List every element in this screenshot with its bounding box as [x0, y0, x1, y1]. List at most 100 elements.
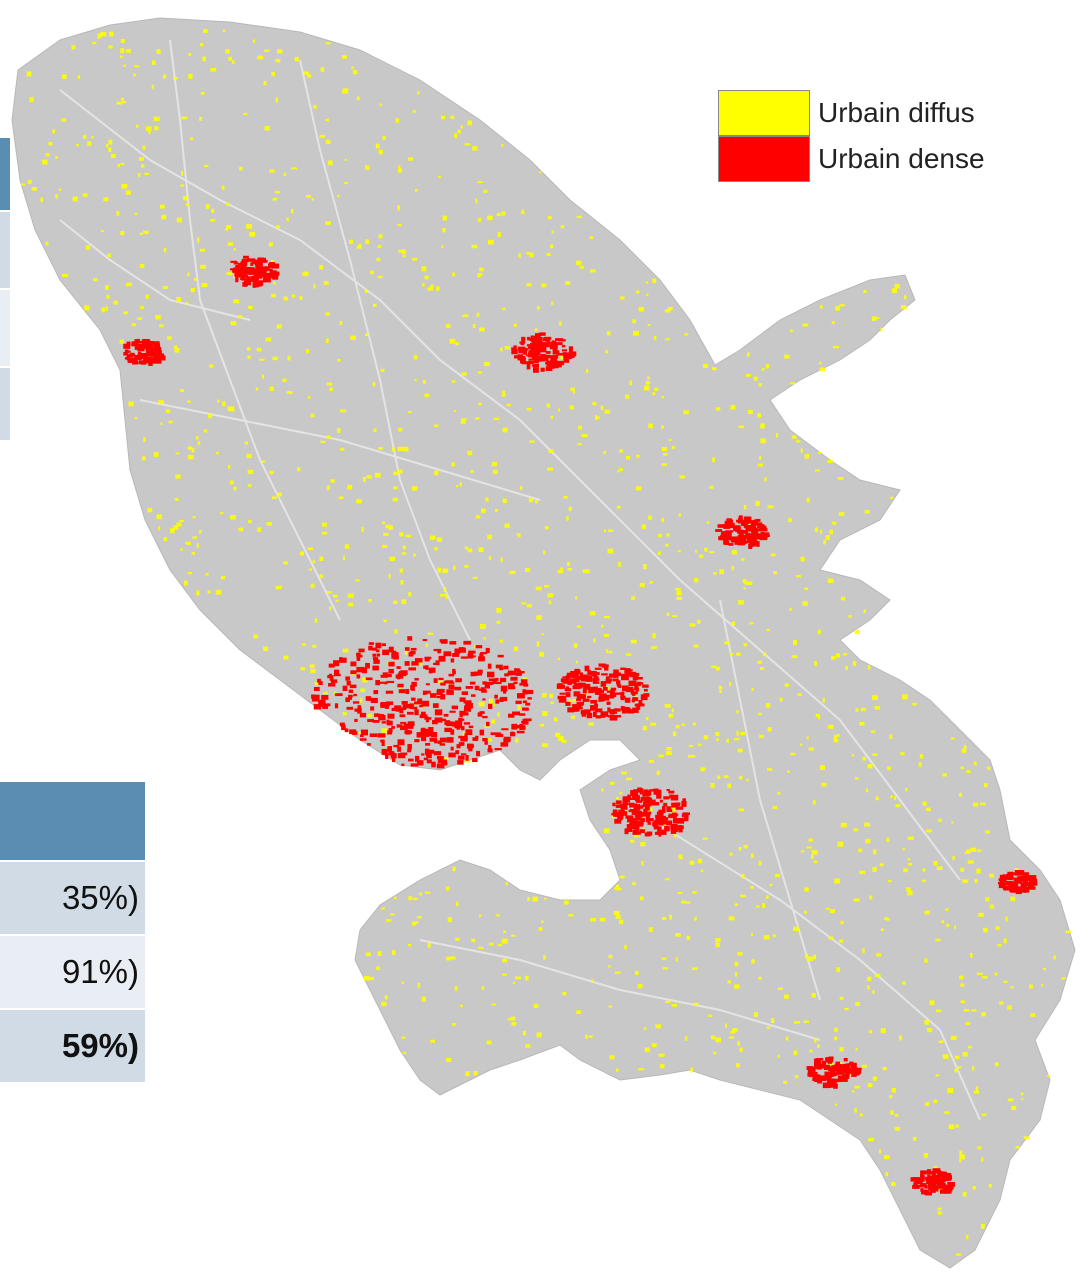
urban-diffus-patch: [959, 1157, 962, 1163]
urban-dense-patch: [528, 351, 532, 357]
urban-diffus-patch: [313, 284, 316, 289]
urban-diffus-patch: [608, 650, 613, 654]
urban-diffus-patch: [640, 842, 646, 847]
urban-dense-patch: [496, 681, 502, 685]
urban-dense-patch: [844, 1067, 852, 1074]
urban-diffus-patch: [325, 42, 331, 45]
urban-diffus-patch: [273, 281, 276, 285]
urban-diffus-patch: [312, 644, 317, 648]
urban-diffus-patch: [834, 1103, 837, 1106]
urban-dense-patch: [564, 678, 570, 684]
urban-diffus-patch: [818, 451, 821, 455]
urban-diffus-patch: [750, 886, 754, 889]
urban-diffus-patch: [907, 890, 913, 896]
urban-dense-patch: [388, 728, 393, 733]
urban-diffus-patch: [478, 701, 485, 707]
urban-dense-patch: [129, 352, 135, 357]
urban-diffus-patch: [488, 556, 492, 560]
urban-diffus-patch: [162, 286, 169, 289]
urban-diffus-patch: [377, 244, 382, 248]
urban-diffus-patch: [903, 868, 908, 873]
urban-diffus-patch: [655, 1024, 662, 1029]
urban-diffus-patch: [731, 621, 736, 626]
urban-diffus-patch: [869, 895, 873, 900]
urban-diffus-patch: [227, 242, 234, 246]
urban-dense-patch: [573, 707, 580, 712]
urban-diffus-patch: [397, 205, 400, 211]
urban-diffus-patch: [715, 938, 721, 943]
urban-diffus-patch: [76, 143, 79, 147]
urban-dense-patch: [475, 735, 479, 738]
urban-diffus-patch: [490, 703, 495, 707]
urban-dense-patch: [334, 669, 340, 676]
urban-dense-patch: [823, 1064, 830, 1071]
urban-dense-patch: [507, 713, 515, 718]
urban-diffus-patch: [924, 958, 928, 963]
urban-diffus-patch: [515, 738, 519, 743]
urban-dense-patch: [532, 367, 539, 373]
urban-dense-patch: [615, 715, 622, 718]
urban-diffus-patch: [412, 257, 418, 261]
urban-diffus-patch: [681, 900, 687, 904]
urban-dense-patch: [438, 655, 446, 662]
urban-dense-patch: [595, 715, 602, 719]
urban-dense-patch: [567, 707, 575, 713]
urban-dense-patch: [408, 667, 417, 671]
urban-diffus-patch: [770, 1018, 775, 1023]
urban-dense-patch: [525, 702, 531, 706]
urban-diffus-patch: [694, 577, 699, 583]
urban-diffus-patch: [389, 556, 396, 561]
urban-dense-patch: [624, 697, 631, 703]
urban-diffus-patch: [495, 914, 500, 917]
urban-diffus-patch: [890, 496, 894, 499]
urban-dense-patch: [407, 636, 413, 641]
urban-diffus-patch: [220, 576, 226, 580]
urban-diffus-patch: [402, 545, 407, 550]
urban-diffus-patch: [220, 512, 224, 515]
urban-dense-patch: [311, 694, 320, 700]
urban-diffus-patch: [763, 935, 770, 940]
urban-diffus-patch: [541, 283, 547, 288]
urban-diffus-patch: [113, 300, 119, 305]
urban-diffus-patch: [599, 917, 606, 922]
urban-diffus-patch: [576, 215, 583, 218]
urban-diffus-patch: [180, 184, 184, 187]
urban-diffus-patch: [401, 599, 407, 605]
urban-dense-patch: [515, 724, 520, 729]
urban-diffus-patch: [312, 560, 316, 563]
urban-diffus-patch: [770, 553, 776, 557]
urban-diffus-patch: [147, 507, 153, 513]
urban-diffus-patch: [445, 886, 450, 891]
urban-diffus-patch: [405, 534, 412, 538]
urban-dense-patch: [521, 336, 526, 343]
urban-diffus-patch: [994, 1062, 999, 1067]
urban-dense-patch: [632, 691, 636, 696]
urban-dense-patch: [543, 354, 551, 358]
urban-diffus-patch: [790, 752, 796, 756]
urban-diffus-patch: [796, 440, 801, 443]
urban-diffus-patch: [1029, 984, 1033, 989]
urban-diffus-patch: [227, 406, 230, 411]
urban-diffus-patch: [237, 315, 243, 318]
urban-dense-patch: [421, 753, 425, 756]
urban-dense-patch: [450, 658, 455, 663]
urban-diffus-patch: [837, 476, 844, 480]
urban-dense-patch: [463, 722, 471, 725]
urban-dense-patch: [645, 803, 652, 807]
urban-diffus-patch: [613, 910, 620, 916]
urban-diffus-patch: [560, 355, 565, 360]
urban-diffus-patch: [269, 470, 274, 475]
urban-diffus-patch: [526, 604, 533, 608]
urban-dense-patch: [440, 682, 446, 686]
urban-dense-patch: [261, 267, 268, 272]
urban-diffus-patch: [543, 955, 546, 960]
urban-diffus-patch: [492, 469, 498, 474]
urban-diffus-patch: [245, 224, 252, 229]
urban-dense-patch: [1009, 888, 1017, 893]
urban-dense-patch: [570, 671, 577, 676]
urban-diffus-patch: [378, 447, 383, 450]
urban-diffus-patch: [342, 555, 346, 561]
urban-diffus-patch: [1020, 1092, 1024, 1096]
urban-diffus-patch: [588, 1035, 593, 1038]
urban-dense-layer: [123, 255, 1038, 1196]
